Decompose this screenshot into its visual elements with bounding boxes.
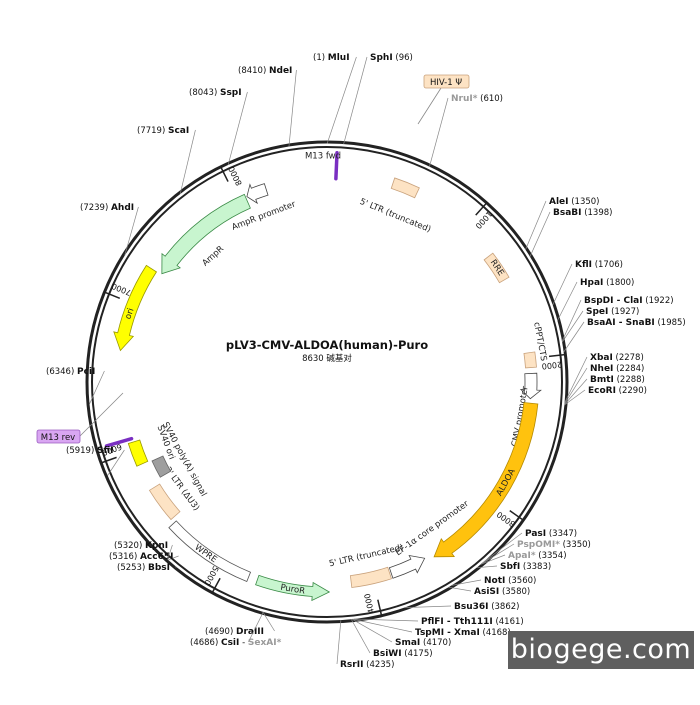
feature-shape [524,352,537,368]
restriction-site: EcoRI (2290) [564,386,647,405]
site-label: BsaAI - SnaBI (1985) [587,318,686,328]
feature-shape [391,178,419,198]
watermark: biogege.com [508,631,694,669]
feature-label: AmpR [201,244,227,269]
site-label: TspMI - XmaI (4168) [415,628,511,638]
plasmid-title: pLV3-CMV-ALDOA(human)-Puro [226,338,428,352]
feature-shape [149,484,180,519]
site-label: SmaI (4170) [395,638,451,648]
restriction-site: BsaAI - SnaBI (1985) [564,318,686,352]
tick-mark [101,457,117,463]
site-leader [327,57,356,144]
site-label: (7239) AhdI [80,203,134,213]
site-label: (1) MluI [313,53,350,63]
m13-rev-callout: M13 rev [37,393,123,443]
tick-label: 2000 [541,360,562,371]
site-label: HpaI (1800) [580,278,634,288]
site-label: AsiSI (3580) [474,587,530,597]
hiv-psi-label: HIV-1 Ψ [430,78,462,88]
site-leader [228,92,247,165]
site-leader [553,264,572,305]
site-leader [352,619,412,632]
restriction-site: (8043) SspI [189,88,247,165]
site-label: NotI (3560) [484,576,536,586]
site-leader [352,619,392,642]
site-label: SphI (96) [370,53,413,63]
feature-shape [128,440,147,466]
site-label: (7719) ScaI [137,126,189,136]
tick-label: 1000 [474,209,494,230]
feature-shape [350,567,391,587]
feature-shape [389,556,424,579]
site-label: AleI (1350) [549,197,599,207]
tick-mark [549,354,566,356]
restriction-site: (5253) BbsI [117,563,176,573]
site-label: RsrII (4235) [340,660,394,670]
tick-label: 4000 [363,593,376,615]
site-label: BsaBI (1398) [553,208,612,218]
site-label: PasI (3347) [525,529,577,539]
site-label: PflFI - Tth111I (4161) [421,617,524,627]
site-leader [562,311,583,342]
site-leader [525,201,546,250]
site-label: (5316) Acc65I [109,552,173,562]
site-label: BspDI - ClaI (1922) [584,296,674,306]
site-leader [344,57,367,144]
site-leader [530,212,550,257]
site-label: SbfI (3383) [500,562,551,572]
restriction-site: AsiSI (3580) [449,587,531,597]
feature-label: 5' LTR (truncated) [358,197,432,235]
restriction-site: BsaBI (1398) [530,208,613,257]
restriction-site: (6346) PciI [46,367,104,404]
restriction-site: (1) MluI [313,53,356,144]
feature-shape [247,184,268,203]
site-leader [337,620,341,664]
site-label: (8043) SspI [189,88,242,98]
site-label: (8410) NdeI [238,66,292,76]
site-label: XbaI (2278) [590,353,644,363]
feature-label: M13 fwd [305,152,341,162]
restriction-site: (4690) DraIII [205,612,275,637]
site-label: NruI* (610) [451,94,503,104]
m13-rev-label: M13 rev [41,433,75,443]
site-label: NheI (2284) [590,364,644,374]
site-label: SpeI (1927) [586,307,639,317]
restriction-site: SphI (96) [344,53,413,144]
site-leader [429,98,448,167]
site-label: EcoRI (2290) [588,386,647,396]
site-label: PspOMI* (3350) [517,540,591,550]
site-label: (4686) CsiI - SexAI* [190,638,282,648]
site-label: BmtI (2288) [590,375,645,385]
restriction-site: (7719) ScaI [137,126,195,194]
feature-label: WPRE [192,543,218,565]
site-leader [449,587,471,591]
site-leader [289,70,296,147]
restriction-site: (8410) NdeI [238,66,296,147]
restriction-site: NruI* (610) [429,94,503,167]
restriction-site: PflFI - Tth111I (4161) [354,617,524,627]
feature-label: EF-1α core promoter [394,499,471,558]
site-label: KflI (1706) [575,260,623,270]
tick-label: 7000 [110,281,132,297]
tick-label: 3000 [495,510,517,529]
site-label: (6346) PciI [46,367,95,377]
site-label: Bsu36I (3862) [454,602,519,612]
site-label: (5919) SfiI [66,446,113,456]
site-label: BsiWI (4175) [373,649,433,659]
tick-label: 8000 [227,165,244,187]
feature-shape [434,403,538,557]
site-leader [125,207,139,256]
feature-label: 5' LTR (truncated) [328,543,404,569]
site-label: (5253) BbsI [117,563,170,573]
plasmid-size: 8630 碱基对 [302,353,352,364]
feature-shape [114,265,157,350]
site-label: (5320) KpnI [114,541,168,551]
site-label: ApaI* (3354) [508,551,567,561]
tick-mark [378,600,382,617]
restriction-site: SbfI (3383) [477,562,551,572]
feature-label: PuroR [280,583,306,597]
site-leader [564,322,584,352]
